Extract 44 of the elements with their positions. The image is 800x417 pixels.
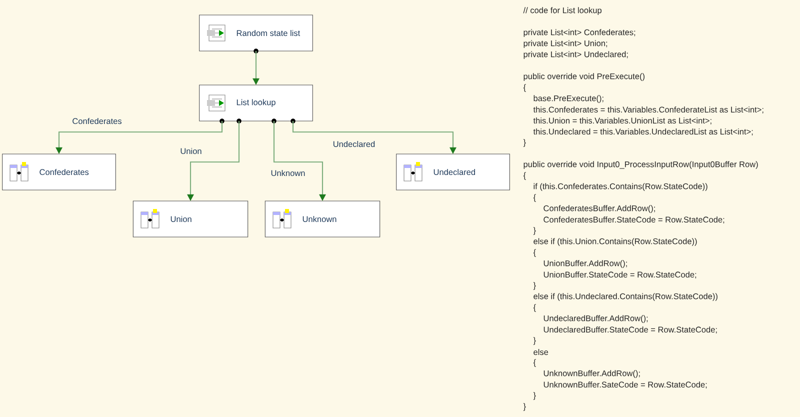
- code-line: UnionBuffer.AddRow();: [544, 260, 627, 268]
- code-line: ConfederatesBuffer.AddRow();: [544, 205, 655, 213]
- code-line: // code for List lookup: [523, 7, 602, 15]
- component-box: Undeclared: [396, 154, 510, 190]
- code-line: }: [533, 392, 536, 400]
- code-line: UnknownBuffer.AddRow();: [544, 370, 640, 378]
- component-box: List lookup: [199, 84, 313, 124]
- edge-label: Union: [178, 146, 204, 156]
- component-box: Random state list: [199, 14, 313, 54]
- code-line: if (this.Confederates.Contains(Row.StateCode)): [534, 183, 708, 191]
- code-line: }: [523, 139, 526, 147]
- component-box: Union: [132, 200, 248, 238]
- code-line: {: [533, 249, 536, 257]
- code-line: }: [533, 337, 536, 345]
- code-line: {: [533, 304, 536, 312]
- code-line: UndeclaredBuffer.StateCode = Row.StateCode;: [544, 326, 717, 334]
- code-line: else: [534, 348, 548, 356]
- code-line: private List<int> Confederates;: [524, 29, 636, 37]
- edge-label: Undeclared: [332, 140, 376, 148]
- code-line: else if (this.Union.Contains(Row.StateCode)): [534, 238, 697, 246]
- code-line: {: [523, 84, 526, 92]
- component-box: Confederates: [2, 154, 116, 190]
- code-line: {: [533, 359, 536, 367]
- code-line: public override void PreExecute(): [524, 73, 644, 81]
- code-line: {: [523, 172, 526, 180]
- code-line: UnknownBuffer.SateCode = Row.StateCode;: [544, 381, 707, 389]
- edge-label: Confederates: [70, 116, 124, 126]
- code-line: UnionBuffer.StateCode = Row.StateCode;: [544, 271, 696, 279]
- code-line: }: [523, 403, 526, 411]
- code-line: base.PreExecute();: [534, 95, 604, 103]
- code-line: private List<int> Undeclared;: [524, 51, 628, 59]
- code-line: {: [533, 194, 536, 202]
- code-line: else if (this.Undeclared.Contains(Row.StateCode)): [534, 293, 718, 301]
- edge-label: Unknown: [269, 168, 307, 178]
- code-line: }: [533, 282, 536, 290]
- code-line: private List<int> Union;: [524, 40, 608, 48]
- code-line: ConfederatesBuffer.StateCode = Row.StateCode;: [544, 216, 724, 224]
- code-line: UndeclaredBuffer.AddRow();: [544, 315, 648, 323]
- code-line: this.Undeclared = this.Variables.UndeclaredList as List<int>;: [533, 128, 753, 136]
- code-line: this.Union = this.Variables.UnionList as List<int>;: [533, 117, 712, 125]
- code-line: public override void Input0_ProcessInputRow(Input0Buffer Row): [524, 161, 758, 169]
- code-line: this.Confederates = this.Variables.ConfederateList as List<int>;: [533, 106, 764, 114]
- component-box: Unknown: [264, 200, 380, 238]
- code-line: }: [533, 227, 536, 235]
